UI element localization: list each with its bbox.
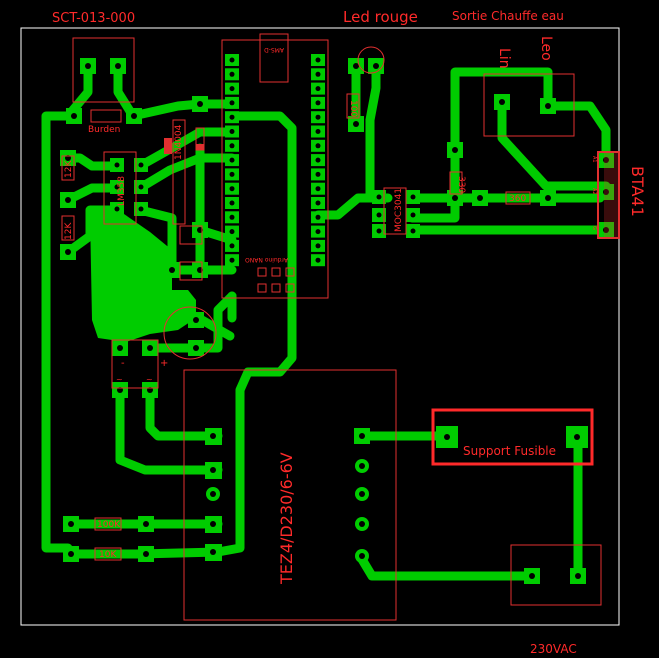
label-r100: 100 [348,100,358,117]
label-ams: AMS-D [264,46,284,53]
header-pad-hole [229,243,235,249]
header-pad-hole [229,57,235,63]
header-pad-hole [229,129,235,134]
label-230vac: 230VAC [530,642,577,656]
label-tilde-right: ~ [146,375,153,384]
header-pad-hole [229,171,235,177]
icsp-pad [271,283,281,293]
label-r12k-b: 12K [64,222,74,240]
icsp-pad [257,283,267,293]
label-sct: SCT-013-000 [52,11,135,26]
header-pad-hole [315,200,321,206]
label-tez: TEZ4/D230/6-6V [277,452,296,585]
header-pad-hole [229,186,235,192]
header-pad-hole [315,143,321,149]
label-moc: MOC3041 [394,188,404,232]
label-a2: A2 [591,188,597,195]
arduino-header-pads [225,54,325,293]
label-1n4004: 1N4004 [174,124,184,160]
header-pad-hole [315,214,321,220]
board-outline [20,27,620,626]
label-sortie: Sortie Chauffe eau [452,9,564,23]
label-a1: A1 [591,156,597,163]
label-r12k-a: 12K [64,160,74,178]
header-pad-hole [315,114,321,120]
header-pad-hole [229,86,235,92]
header-pad-hole [229,200,235,206]
label-plus: + [160,358,168,369]
icsp-pad [271,267,281,277]
silkscreen-labels: SCT-013-000 Led rouge Sortie Chauffe eau… [52,8,647,656]
header-pad-hole [315,186,321,192]
label-lm358: LM358 [117,176,127,206]
icsp-pad [285,283,295,293]
label-tilde-left: ~ [116,375,123,384]
header-pad-hole [315,57,321,63]
header-pad-hole [229,114,235,120]
header-pad-hole [315,129,321,134]
component-outlines [61,33,620,621]
header-pad-hole [315,229,321,235]
label-leo: Leo [538,36,554,61]
pads-right [63,58,614,584]
header-pad-hole [315,86,321,92]
label-r10k: 10K [99,550,117,560]
header-pad-hole [315,257,321,263]
header-pad-hole [229,229,235,235]
label-minus: - [121,358,125,369]
label-lin: Lin [496,48,512,69]
label-r100k: 100K [97,520,121,530]
label-arduino: Arduino NANO [245,256,288,263]
header-pad-hole [229,157,235,163]
header-pad-hole [229,257,235,263]
header-pad-hole [229,71,235,77]
label-burden: Burden [88,125,120,135]
header-pad-hole [315,243,321,249]
ground-fill [90,214,196,342]
label-led-rouge: Led rouge [343,8,418,26]
header-pad-hole [229,100,235,106]
label-g: G [591,226,597,230]
header-pad-hole [315,100,321,106]
icsp-pad [257,267,267,277]
header-pad-hole [229,143,235,149]
header-pad-hole [315,71,321,77]
icsp-pad [285,267,295,277]
label-bta41: BTA41 [628,166,647,217]
pads [60,58,208,278]
header-pad-hole [315,171,321,177]
label-support-fusible: Support Fusible [463,444,556,458]
label-r330: 330 [456,176,466,193]
label-r360: 360 [509,194,526,204]
header-pad-hole [315,157,321,163]
header-pad-hole [229,214,235,220]
